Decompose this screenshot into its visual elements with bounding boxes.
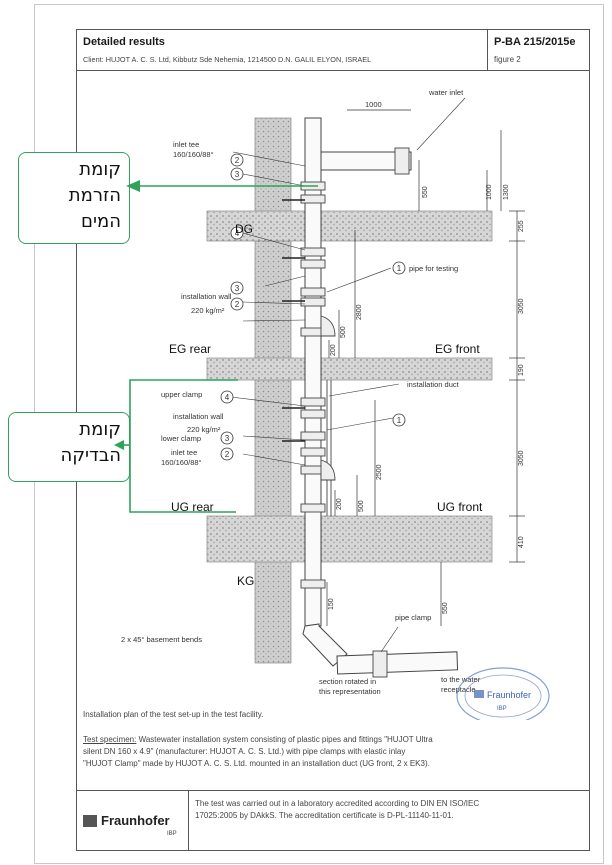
dim-1300: 1300 bbox=[503, 184, 510, 200]
dim-500: 500 bbox=[358, 500, 365, 512]
svg-text:220 kg/m²: 220 kg/m² bbox=[191, 306, 225, 315]
svg-text:IBP: IBP bbox=[497, 706, 507, 712]
callout-1: 1 bbox=[397, 416, 402, 425]
test-specimen-line1: Wastewater installation system consistin… bbox=[138, 735, 433, 744]
floor-dg: DG bbox=[235, 222, 253, 236]
floor-eg-rear: EG rear bbox=[169, 342, 211, 356]
report-footer: Fraunhofer IBP The test was carried out … bbox=[77, 790, 589, 851]
label-to-water: to the water bbox=[441, 675, 481, 684]
label-water-inlet: water inlet bbox=[428, 88, 464, 97]
installation-drawing: 2 3 4 3 2 1 4 1 3 2 water inlet inlet te… bbox=[121, 88, 550, 720]
report-sheet: Detailed results Client: HUJOT A. C. S. … bbox=[76, 29, 590, 851]
figure-caption: Installation plan of the test set-up in … bbox=[83, 710, 264, 719]
floor-kg: KG bbox=[237, 574, 254, 588]
figure-label: figure 2 bbox=[494, 55, 521, 64]
clamps bbox=[282, 199, 305, 442]
callout-3: 3 bbox=[235, 170, 240, 179]
svg-text:220 kg/m²: 220 kg/m² bbox=[187, 425, 221, 434]
drain-pipe bbox=[336, 651, 459, 675]
slab-ug bbox=[206, 515, 493, 563]
label-installation-duct: installation duct bbox=[407, 380, 460, 389]
svg-text:160/160/88°: 160/160/88° bbox=[173, 150, 214, 159]
fittings bbox=[300, 181, 326, 589]
label-lower-clamp: lower clamp bbox=[161, 434, 201, 443]
annotation-test-floor: קומת הבדיקה bbox=[8, 412, 130, 482]
callout-3: 3 bbox=[235, 284, 240, 293]
svg-text:160/160/88°: 160/160/88° bbox=[161, 458, 202, 467]
footer-accreditation-2: 17025:2005 by DAkkS. The accreditation c… bbox=[195, 811, 454, 820]
inlet-tee-lower bbox=[320, 459, 336, 481]
callout-4: 4 bbox=[235, 229, 240, 238]
test-specimen-line2: silent DN 160 x 4.9" (manufacturer: HUJO… bbox=[83, 747, 406, 756]
label-pipe-clamp: pipe clamp bbox=[395, 613, 431, 622]
slab-eg bbox=[206, 357, 493, 381]
fraunhofer-logo-icon bbox=[83, 815, 97, 827]
annotation-supply-floor: קומת הזרמת המים bbox=[18, 152, 130, 244]
leader-lines bbox=[230, 97, 466, 653]
dim-500: 500 bbox=[340, 326, 347, 338]
section-title: Detailed results bbox=[83, 36, 165, 48]
callout-2: 2 bbox=[235, 156, 240, 165]
fraunhofer-logo: Fraunhofer bbox=[101, 813, 170, 828]
label-basement-bends: 2 x 45° basement bends bbox=[121, 635, 202, 644]
dim-410: 410 bbox=[518, 536, 525, 548]
dim-3050: 3050 bbox=[518, 298, 525, 314]
label-inlet-tee: inlet tee bbox=[173, 140, 199, 149]
svg-text:Fraunhofer: Fraunhofer bbox=[487, 690, 531, 700]
label-section-rotated: section rotated in bbox=[319, 677, 376, 686]
label-pipe-for-testing: pipe for testing bbox=[409, 264, 458, 273]
callout-4: 4 bbox=[225, 393, 230, 402]
dim-190: 190 bbox=[518, 364, 525, 376]
callout-3: 3 bbox=[225, 434, 230, 443]
fraunhofer-stamp: Fraunhofer IBP bbox=[456, 667, 550, 720]
inlet-pipe bbox=[320, 151, 412, 171]
report-number: P-BA 215/2015e bbox=[494, 36, 576, 48]
label-installation-wall: installation wall bbox=[173, 412, 224, 421]
rear-wall bbox=[254, 117, 292, 664]
test-pipe bbox=[304, 117, 322, 627]
callout-2: 2 bbox=[235, 300, 240, 309]
dim-3050: 3050 bbox=[518, 450, 525, 466]
label-inlet-tee: inlet tee bbox=[171, 448, 197, 457]
dim-2500: 2500 bbox=[376, 464, 383, 480]
dim-150: 150 bbox=[328, 598, 335, 610]
callout-1: 1 bbox=[397, 264, 402, 273]
report-header: Detailed results Client: HUJOT A. C. S. … bbox=[77, 30, 589, 71]
dim-200: 200 bbox=[330, 344, 337, 356]
dim-1000-h: 1000 bbox=[365, 100, 382, 109]
client-line: Client: HUJOT A. C. S. Ltd, Kibbutz Sde … bbox=[83, 55, 372, 64]
callout-2: 2 bbox=[225, 450, 230, 459]
svg-text:this representation: this representation bbox=[319, 687, 381, 696]
dim-550: 550 bbox=[442, 602, 449, 614]
test-specimen-line3: "HUJOT Clamp" made by HUJOT A. C. S. Ltd… bbox=[83, 759, 430, 768]
footer-accreditation-1: The test was carried out in a laboratory… bbox=[195, 799, 480, 808]
dim-2800: 2800 bbox=[356, 304, 363, 320]
basement-bends bbox=[302, 623, 348, 667]
dim-200: 200 bbox=[336, 498, 343, 510]
floor-ug-rear: UG rear bbox=[171, 500, 214, 514]
label-installation-wall: installation wall bbox=[181, 292, 232, 301]
floor-ug-front: UG front bbox=[437, 500, 483, 514]
floor-eg-front: EG front bbox=[435, 342, 480, 356]
dim-550: 550 bbox=[422, 186, 429, 198]
label-upper-clamp: upper clamp bbox=[161, 390, 202, 399]
dim-255: 255 bbox=[518, 220, 525, 232]
dimension-lines bbox=[326, 109, 525, 626]
inlet-tee-upper bbox=[320, 315, 336, 337]
dim-1000-v: 1000 bbox=[486, 184, 493, 200]
test-specimen-label: Test specimen: bbox=[83, 735, 137, 744]
